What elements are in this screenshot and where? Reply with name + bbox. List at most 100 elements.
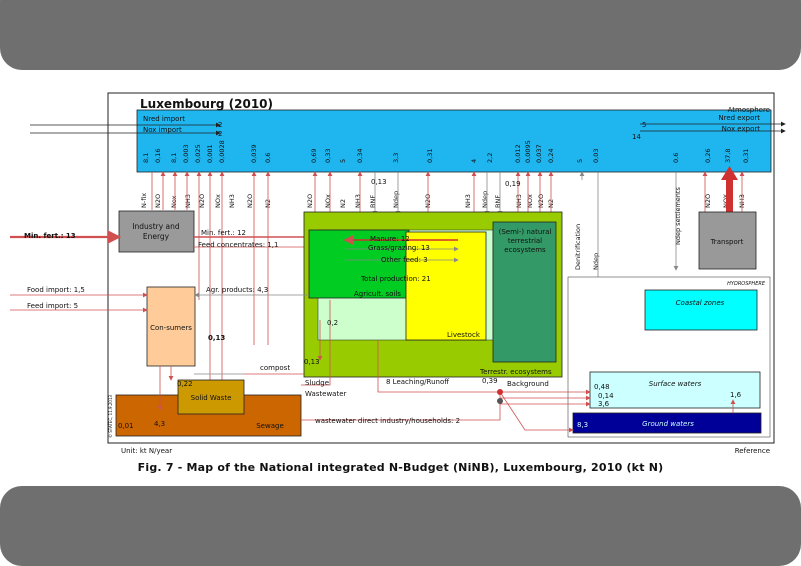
- flux-label: N2O: [537, 194, 545, 208]
- slide-header-band: [0, 0, 801, 70]
- hydrosphere-label: HYDROSPHERE: [727, 281, 766, 287]
- atmosphere-value: 0,0095: [524, 140, 532, 163]
- flux-label: Ndep: [392, 191, 400, 208]
- figure-caption: Fig. 7 - Map of the National integrated …: [137, 461, 664, 474]
- atmosphere-value: 0,6: [264, 153, 272, 163]
- transport-label: Transport: [710, 238, 744, 246]
- flux-label: NH3: [464, 194, 472, 208]
- solid-waste-label: Solid Waste: [191, 394, 232, 402]
- nred-import-label: Nred import: [143, 115, 185, 123]
- transport-box: [698, 211, 757, 270]
- atmosphere-value: 0,69: [310, 149, 318, 163]
- atmosphere-value: 0,6: [672, 153, 680, 163]
- nox-import-value: 2: [218, 130, 222, 138]
- nitrogen-budget-diagram: Luxembourg (2010) Atmosphere Nred import…: [10, 92, 786, 455]
- terrestrial-ecosystems-label: Terrestr. ecosystems: [479, 368, 552, 376]
- atmosphere-value: 0,26: [704, 149, 712, 163]
- atmosphere-value: 0,03: [592, 149, 600, 163]
- flux-label: Ndep: [592, 253, 600, 270]
- coastal-zones-box: [644, 289, 758, 331]
- sludge-label: Sludge: [305, 379, 329, 387]
- flux-label: NOx: [526, 194, 534, 208]
- flux-label: BNF: [494, 195, 502, 208]
- flow-value-1-6: 1,6: [730, 391, 742, 399]
- flux-label: Nox: [170, 195, 178, 208]
- flux-label: NH3: [228, 194, 236, 208]
- nox-export-value: 14: [632, 133, 641, 141]
- flow-value-3-6: 3,6: [598, 400, 610, 408]
- solid-waste-box: [177, 379, 245, 415]
- flux-label: BNF: [369, 195, 377, 208]
- atmosphere-value: 3,3: [392, 153, 400, 163]
- credit-label: © STATEC, 11.9.2013: [108, 395, 113, 438]
- unit-label: Unit: kt N/year: [121, 447, 172, 455]
- flow-value-0-48: 0,48: [594, 383, 610, 391]
- semi-natural-ecosystems-box: [492, 221, 557, 363]
- flow-value-0-2: 0,2: [327, 319, 338, 327]
- flux-label: Ndep: [481, 191, 489, 208]
- background-label: Background: [507, 380, 549, 388]
- surface-waters-box: [589, 371, 761, 409]
- flux-label: NOx: [214, 194, 222, 208]
- atmosphere-value: 0,037: [535, 144, 543, 163]
- flux-label: Denitrification: [574, 224, 582, 270]
- nred-export-label: Nred export: [718, 114, 760, 122]
- nred-export-value: 5: [642, 121, 646, 129]
- atmosphere-value: 2,2: [486, 153, 494, 163]
- feed-concentrates-label: Feed concentrates: 1,1: [198, 241, 278, 249]
- flux-label: N2O: [306, 194, 314, 208]
- flow-value-4-3: 4,3: [154, 420, 165, 428]
- flux-label: NH3: [184, 194, 192, 208]
- flow-value-0-01: 0,01: [118, 422, 134, 430]
- reference-label: Reference: [735, 447, 770, 455]
- consumers-box: [146, 286, 196, 367]
- flux-label: N2O: [246, 194, 254, 208]
- grass-grazing-label: Grass/grazing: 13: [368, 244, 430, 252]
- atmosphere-band: [136, 109, 772, 173]
- food-import-label: Food import: 1,5: [27, 286, 85, 294]
- atmosphere-value: 0,012: [514, 144, 522, 163]
- atmosphere-label: Atmosphere: [728, 106, 770, 114]
- flux-label: N2O: [154, 194, 162, 208]
- compost-label: compost: [260, 364, 290, 372]
- agricultural-soils-box: [308, 229, 410, 299]
- flux-label: NH3: [515, 194, 523, 208]
- flux-label: Ndep settlements: [674, 187, 682, 245]
- livestock-label: Livestock: [447, 331, 481, 339]
- flux-label: N-fix: [140, 193, 148, 208]
- feed-import-label: Feed import: 5: [27, 302, 78, 310]
- surface-waters-label: Surface waters: [649, 380, 702, 388]
- atmosphere-value: 8,1: [142, 153, 150, 163]
- atmosphere-value: 0,33: [324, 149, 332, 163]
- nox-import-label: Nox import: [143, 126, 182, 134]
- manure-label: Manure: 12: [370, 235, 410, 243]
- leaching-runoff-label: 8 Leaching/Runoff: [386, 378, 449, 386]
- nred-import-value: 2: [218, 121, 222, 129]
- flux-label: NH3: [354, 194, 362, 208]
- flow-value-0-39: 0,39: [482, 377, 498, 385]
- nox-export-label: Nox export: [722, 125, 761, 133]
- flux-label: NOx: [324, 194, 332, 208]
- flux-label: N2O: [198, 194, 206, 208]
- atmosphere-value: 0,039: [250, 144, 258, 163]
- atmosphere-value: 0,001: [206, 144, 214, 163]
- flow-value-0-13-bnf: 0,13: [371, 178, 387, 186]
- min-fert-label: Min. fert.: 12: [201, 229, 246, 237]
- diagram-title: Luxembourg (2010): [140, 97, 273, 111]
- atmosphere-value: 0,025: [194, 144, 202, 163]
- atmosphere-value: 37,8: [724, 149, 732, 163]
- consumers-label: Con-sumers: [150, 324, 192, 332]
- atmosphere-value: 5: [576, 159, 584, 163]
- flow-value-0-22: 0,22: [177, 380, 193, 388]
- atmosphere-value: 0,0028: [218, 140, 226, 163]
- atmosphere-value: 4: [470, 159, 478, 163]
- atmosphere-value: 0,003: [182, 144, 190, 163]
- coastal-zones-label: Coastal zones: [676, 299, 725, 307]
- atmosphere-value: 8,1: [170, 153, 178, 163]
- flux-label: N2: [339, 199, 347, 208]
- flow-value-0-13-sludge: 0,13: [304, 358, 320, 366]
- wastewater-direct-label: wastewater direct industry/households: 2: [315, 417, 460, 425]
